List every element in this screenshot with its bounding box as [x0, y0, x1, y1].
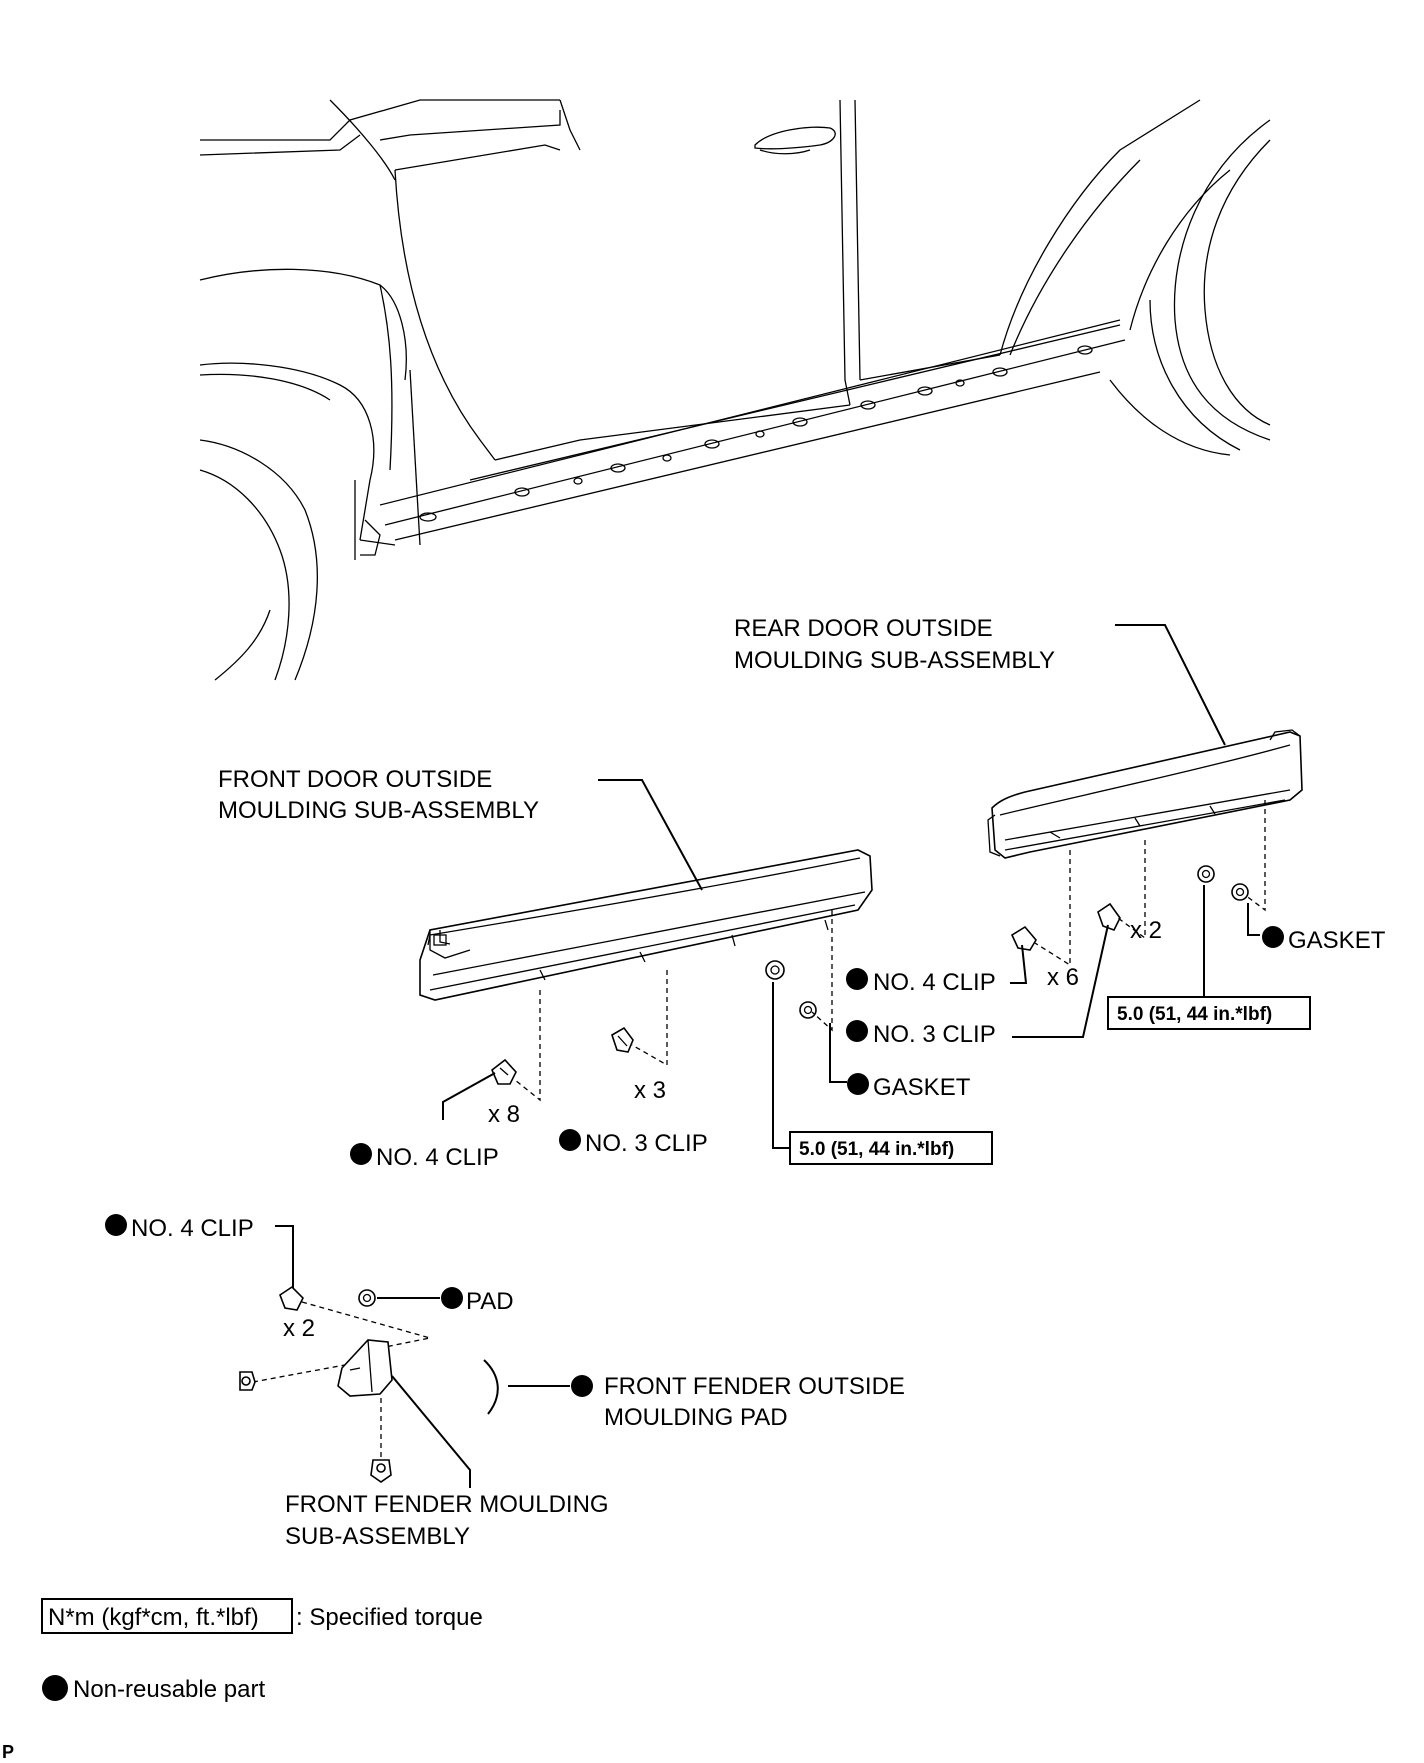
legend: N*m (kgf*cm, ft.*lbf) : Specified torque…	[41, 1598, 483, 1703]
leader-lines	[442, 624, 1260, 1149]
fender-no4-qty: x 2	[283, 1315, 315, 1342]
front-torque-value: 5.0 (51, 44 in.*lbf)	[799, 1139, 954, 1160]
clip-hardware	[491, 865, 1249, 1085]
front-no3-qty: x 3	[634, 1077, 666, 1104]
vehicle-body-illustration	[199, 99, 1271, 681]
pad-label: PAD	[466, 1288, 514, 1315]
torque-legend-box	[41, 1598, 293, 1634]
nonreusable-legend-desc: Non-reusable part	[73, 1676, 265, 1703]
install-path-lines	[514, 800, 1266, 1102]
fender-moulding-label-2: SUB-ASSEMBLY	[285, 1523, 470, 1550]
nonreusable-marker-icon	[105, 1214, 127, 1236]
nonreusable-marker-icon	[847, 1073, 869, 1095]
rear-no4-clip-label: NO. 4 CLIP	[873, 969, 996, 996]
nonreusable-marker-icon	[846, 968, 868, 990]
fender-pad-label-2: MOULDING PAD	[604, 1404, 788, 1431]
nonreusable-marker-icon	[441, 1287, 463, 1309]
nonreusable-marker-icon	[559, 1129, 581, 1151]
front-torque-box	[789, 1131, 993, 1165]
callout-labels: REAR DOOR OUTSIDE MOULDING SUB-ASSEMBLY …	[218, 615, 1386, 1171]
torque-legend-desc: : Specified torque	[296, 1604, 483, 1631]
front-gasket-label: GASKET	[873, 1074, 971, 1101]
rear-no3-clip-label: NO. 3 CLIP	[873, 1021, 996, 1048]
rear-torque-box	[1107, 996, 1311, 1030]
nonreusable-marker-icon	[1262, 926, 1284, 948]
nonreusable-marker-icon	[42, 1675, 68, 1701]
nonreusable-marker-icon	[571, 1375, 593, 1397]
fender-moulding-label-1: FRONT FENDER MOULDING	[285, 1491, 609, 1518]
rear-no3-qty: x 2	[1130, 917, 1162, 944]
corner-mark: P	[2, 1742, 14, 1762]
rear-door-moulding-part	[987, 729, 1303, 859]
front-no3-clip-label: NO. 3 CLIP	[585, 1130, 708, 1157]
front-door-moulding-part	[419, 849, 873, 1001]
front-moulding-label-1: FRONT DOOR OUTSIDE	[218, 766, 492, 793]
rear-torque-value: 5.0 (51, 44 in.*lbf)	[1117, 1004, 1272, 1025]
nonreusable-marker-icon	[350, 1143, 372, 1165]
front-no4-qty: x 8	[488, 1101, 520, 1128]
rear-no4-qty: x 6	[1047, 964, 1079, 991]
front-no4-clip-label: NO. 4 CLIP	[376, 1144, 499, 1171]
torque-legend-unit: N*m (kgf*cm, ft.*lbf)	[48, 1604, 259, 1631]
nonreusable-marker-icon	[846, 1020, 868, 1042]
fender-no4-clip-label: NO. 4 CLIP	[131, 1215, 254, 1242]
rear-gasket-label: GASKET	[1288, 927, 1386, 954]
rear-moulding-label-2: MOULDING SUB-ASSEMBLY	[734, 647, 1055, 674]
rear-moulding-label-1: REAR DOOR OUTSIDE	[734, 615, 993, 642]
fender-pad-label-1: FRONT FENDER OUTSIDE	[604, 1373, 905, 1400]
front-fender-moulding-detail: NO. 4 CLIP x 2 PAD FRONT FENDER OUTSIDE …	[105, 1214, 905, 1550]
front-moulding-label-2: MOULDING SUB-ASSEMBLY	[218, 797, 539, 824]
